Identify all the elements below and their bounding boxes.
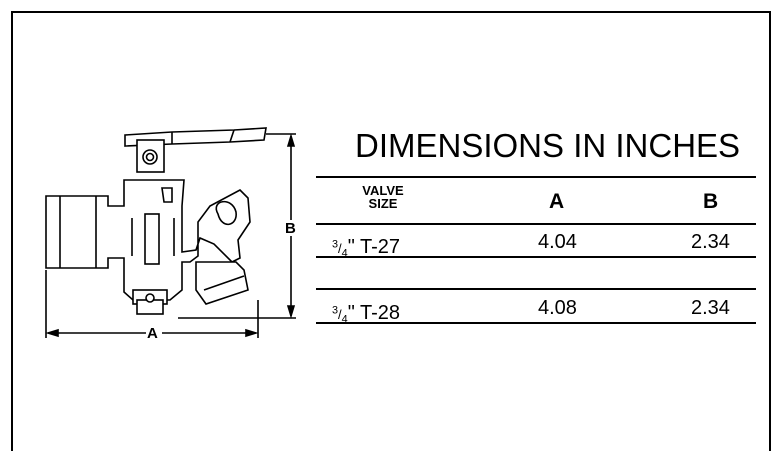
table-rule-bottom xyxy=(316,322,756,324)
dimension-b-label: B xyxy=(285,220,296,237)
valve-drawing xyxy=(45,127,296,338)
row-1-size-num: 3 xyxy=(332,238,339,251)
row-1-a: 4.04 xyxy=(538,231,577,253)
header-valve-size-line2: SIZE xyxy=(368,196,398,211)
row-1-size-rest: " T-27 xyxy=(347,236,401,258)
valve-body xyxy=(45,179,251,315)
row-2-size-den: 4 xyxy=(341,313,348,326)
row-2-a: 4.08 xyxy=(538,297,577,319)
row-1-size-den: 4 xyxy=(341,247,348,260)
row-2-size-num: 3 xyxy=(332,304,339,317)
header-a: A xyxy=(549,190,565,213)
header-b: B xyxy=(703,190,719,213)
header-valve-size: VALVE SIZE xyxy=(352,184,414,210)
row-2-b: 2.34 xyxy=(691,297,730,319)
dimension-b xyxy=(178,133,296,319)
header-valve-size-line1: VALVE xyxy=(362,183,404,198)
row-2-size-rest: " T-28 xyxy=(347,302,401,324)
table-rule-header xyxy=(316,223,756,225)
table-rule-top xyxy=(316,176,756,178)
table-title: DIMENSIONS IN INCHES xyxy=(355,127,741,164)
row-1-b: 2.34 xyxy=(691,231,730,253)
row-1-size: 3/4" T-27 xyxy=(332,236,401,260)
drawing-frame xyxy=(11,11,771,451)
table-rule-row-1 xyxy=(316,256,756,258)
dimension-a-label: A xyxy=(147,325,158,342)
row-2-size: 3/4" T-28 xyxy=(332,302,401,326)
dimension-a xyxy=(45,270,259,338)
table-rule-row-2-top xyxy=(316,288,756,290)
